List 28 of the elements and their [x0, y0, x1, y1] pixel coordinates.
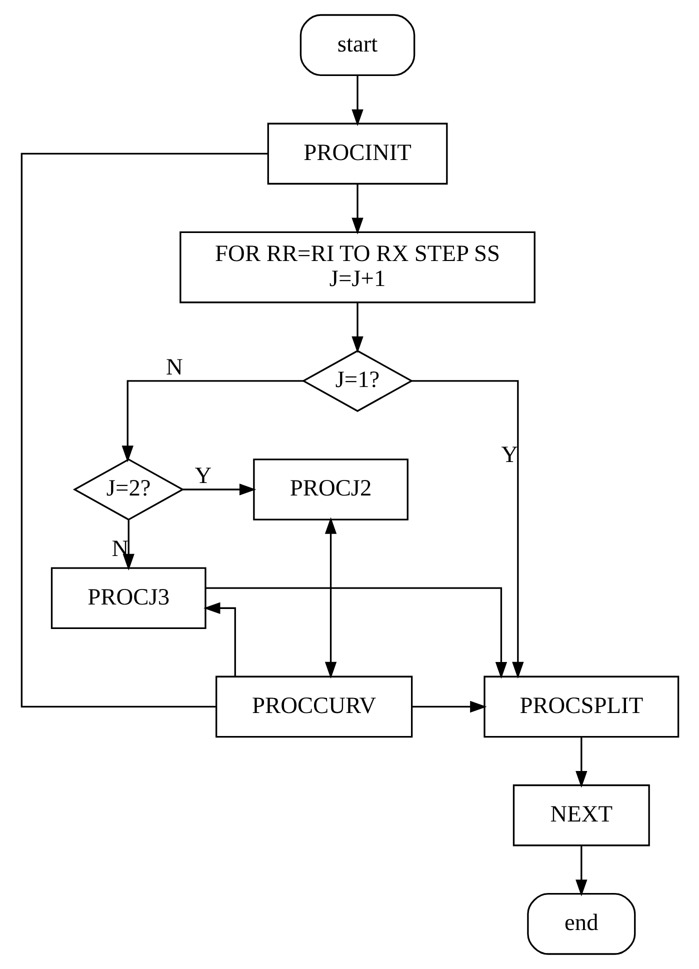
- arrow: [351, 184, 363, 234]
- node-diamond: J=2?: [72, 458, 184, 521]
- edge-label: N: [111, 536, 128, 562]
- arrow: [203, 602, 236, 677]
- edge-label: N: [166, 354, 182, 381]
- arrow: [575, 846, 587, 896]
- connector: [20, 152, 268, 708]
- node-diamond: J=1?: [301, 350, 413, 412]
- node-box: end: [526, 893, 636, 955]
- node-box: PROCJ2: [252, 458, 408, 520]
- arrow: [324, 517, 336, 679]
- arrow: [575, 736, 587, 788]
- arrow: [205, 587, 507, 679]
- node-box: NEXT: [512, 784, 650, 846]
- node-box: PROCCURV: [215, 676, 412, 738]
- arrow: [182, 484, 256, 496]
- node-box: PROCSPLIT: [483, 676, 679, 738]
- arrow: [351, 75, 363, 126]
- node-box: FOR RR=RI TO RX STEP SS J=J+1: [179, 231, 535, 304]
- node-box: PROCJ3: [50, 567, 206, 630]
- arrow: [410, 380, 524, 679]
- node-box: start: [299, 14, 415, 76]
- arrow: [121, 380, 304, 462]
- arrow: [122, 520, 134, 571]
- node-box: PROCINIT: [266, 122, 448, 185]
- arrow: [412, 700, 486, 713]
- arrow: [351, 302, 363, 354]
- edge-label: Y: [194, 463, 212, 490]
